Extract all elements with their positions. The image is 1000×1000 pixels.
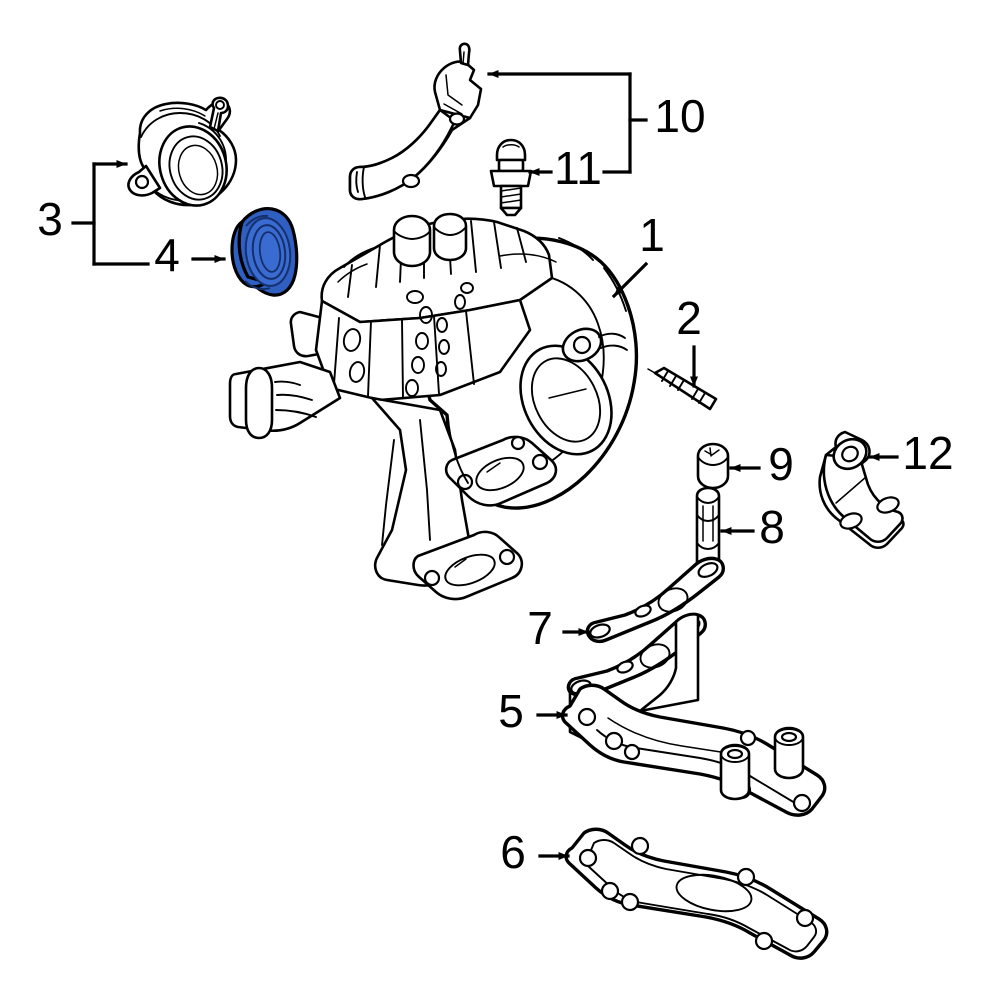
part-egr-valve[interactable] xyxy=(127,96,238,214)
part-gasket[interactable] xyxy=(564,827,829,960)
callout-label-3: 3 xyxy=(37,193,63,245)
callout-label-8: 8 xyxy=(759,501,785,553)
callout-label-11: 11 xyxy=(554,142,602,194)
part-mounting-bracket[interactable] xyxy=(818,430,905,550)
part-seal-ring-highlighted[interactable] xyxy=(230,206,299,297)
part-bracket[interactable] xyxy=(348,42,483,201)
callout-label-1: 1 xyxy=(639,209,665,261)
part-heat-shield[interactable] xyxy=(585,556,725,644)
part-bolt[interactable] xyxy=(489,138,533,217)
callout-label-7: 7 xyxy=(527,602,553,654)
callout-label-10: 10 xyxy=(654,90,705,142)
callout-label-12: 12 xyxy=(902,427,953,479)
leader-10 xyxy=(487,70,648,174)
leader-3 xyxy=(71,160,150,266)
callout-label-6: 6 xyxy=(500,826,526,878)
leader-1 xyxy=(611,261,649,299)
callout-label-9: 9 xyxy=(768,438,794,490)
part-nut[interactable] xyxy=(696,442,730,490)
part-stud[interactable] xyxy=(647,366,718,411)
callout-label-2: 2 xyxy=(676,292,702,344)
part-turbocharger[interactable] xyxy=(228,212,639,601)
callout-label-4: 4 xyxy=(154,229,180,281)
part-support-bracket[interactable] xyxy=(560,612,827,817)
callout-label-5: 5 xyxy=(498,685,524,737)
